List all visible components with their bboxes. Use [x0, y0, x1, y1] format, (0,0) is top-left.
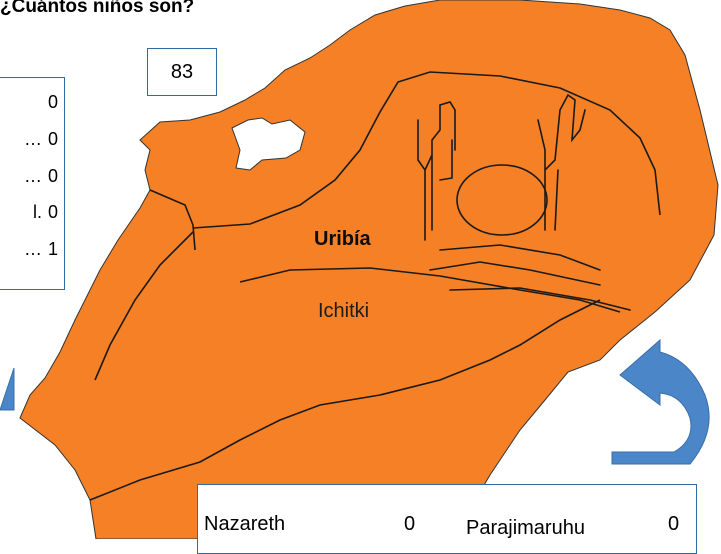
- bay-cutout: [231, 117, 306, 171]
- count-box: 83: [147, 48, 217, 96]
- arrow-left-fragment-icon: [0, 367, 15, 411]
- list-item: l. 0: [33, 202, 58, 223]
- left-list-panel: 0 … 0 … 0 l. 0 … 1: [0, 77, 65, 290]
- table-cell-value: 0: [404, 513, 416, 535]
- table-cell-name: Nazareth: [204, 513, 286, 535]
- table-cell-value: 0: [668, 513, 680, 535]
- curved-arrow-right-icon: [611, 338, 710, 465]
- list-item-value: 0: [47, 92, 58, 112]
- cactus-right: [537, 93, 586, 231]
- list-item-label: …: [23, 166, 42, 186]
- count-value: 83: [170, 60, 194, 83]
- bottom-table: Nazareth 0 Parajimaruhu 0: [197, 484, 697, 554]
- municipality-region[interactable]: [19, 0, 719, 539]
- sun-circle: [456, 164, 548, 236]
- page-title: ¿Cuántos niños son?: [0, 0, 195, 17]
- map-canvas: [0, 0, 719, 539]
- map-label-uribia: Uribía: [314, 228, 371, 250]
- list-item: … 0: [24, 166, 58, 187]
- dune-lines: [429, 244, 631, 311]
- list-item: 0: [42, 92, 58, 113]
- list-item-value: 1: [47, 239, 58, 259]
- boundary-lines: [89, 71, 661, 501]
- list-item-label: l.: [32, 202, 42, 222]
- list-item-value: 0: [47, 166, 58, 186]
- list-item-value: 0: [47, 202, 58, 222]
- cactus-left: [417, 101, 456, 241]
- desert-drawing: [417, 93, 631, 311]
- list-item-label: …: [23, 239, 42, 259]
- list-item: … 0: [24, 129, 58, 150]
- list-item-label: …: [23, 129, 42, 149]
- table-cell-name: Parajimaruhu: [466, 517, 585, 539]
- list-item: … 1: [24, 239, 58, 260]
- map-label-ichitki: Ichitki: [318, 300, 370, 322]
- list-item-value: 0: [47, 129, 58, 149]
